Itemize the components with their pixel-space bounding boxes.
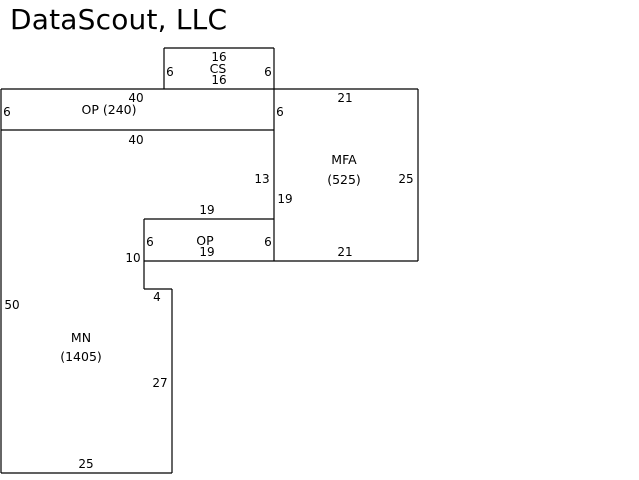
dim-op-mid-bottom: 19 (199, 245, 214, 259)
dim-op-top-left: 6 (3, 105, 11, 119)
dim-inner-right: 13 (254, 172, 269, 186)
mn-label: MN (71, 330, 91, 345)
mfa-label: MFA (331, 152, 357, 167)
dim-op-top-top: 40 (128, 91, 143, 105)
dim-mn-right: 27 (152, 376, 167, 390)
op-top-room (1, 88, 274, 131)
dim-mn-bottom: 25 (78, 457, 93, 471)
dim-op-top-bottom: 40 (128, 133, 143, 147)
dim-mfa-left: 19 (277, 192, 292, 206)
dim-mfa-right: 25 (398, 172, 413, 186)
dim-cs-right: 6 (264, 65, 272, 79)
dim-op-mid-left: 6 (146, 235, 154, 249)
dim-op-mid-top: 19 (199, 203, 214, 217)
cs-label: CS (210, 61, 227, 76)
dim-op-top-right: 6 (276, 105, 284, 119)
dim-op-mid-right: 6 (264, 235, 272, 249)
cs-room (163, 47, 275, 89)
company-title: DataScout, LLC (10, 3, 228, 36)
dim-cs-top: 16 (211, 50, 226, 64)
op-mid-room (143, 218, 274, 289)
mfa-room (273, 88, 419, 262)
dim-notch-left: 10 (125, 251, 140, 265)
dim-mfa-top: 21 (337, 91, 352, 105)
dim-cs-left: 6 (166, 65, 174, 79)
dim-cs-bottom: 16 (211, 73, 226, 87)
mfa-sqft: (525) (327, 172, 361, 187)
mn-room (0, 89, 173, 474)
dim-mfa-bottom: 21 (337, 245, 352, 259)
dim-notch-bottom: 4 (153, 290, 161, 304)
op-top-label: OP (240) (82, 102, 137, 117)
mn-sqft: (1405) (60, 349, 102, 364)
dim-mn-left: 50 (4, 298, 19, 312)
op-mid-label: OP (196, 233, 214, 248)
